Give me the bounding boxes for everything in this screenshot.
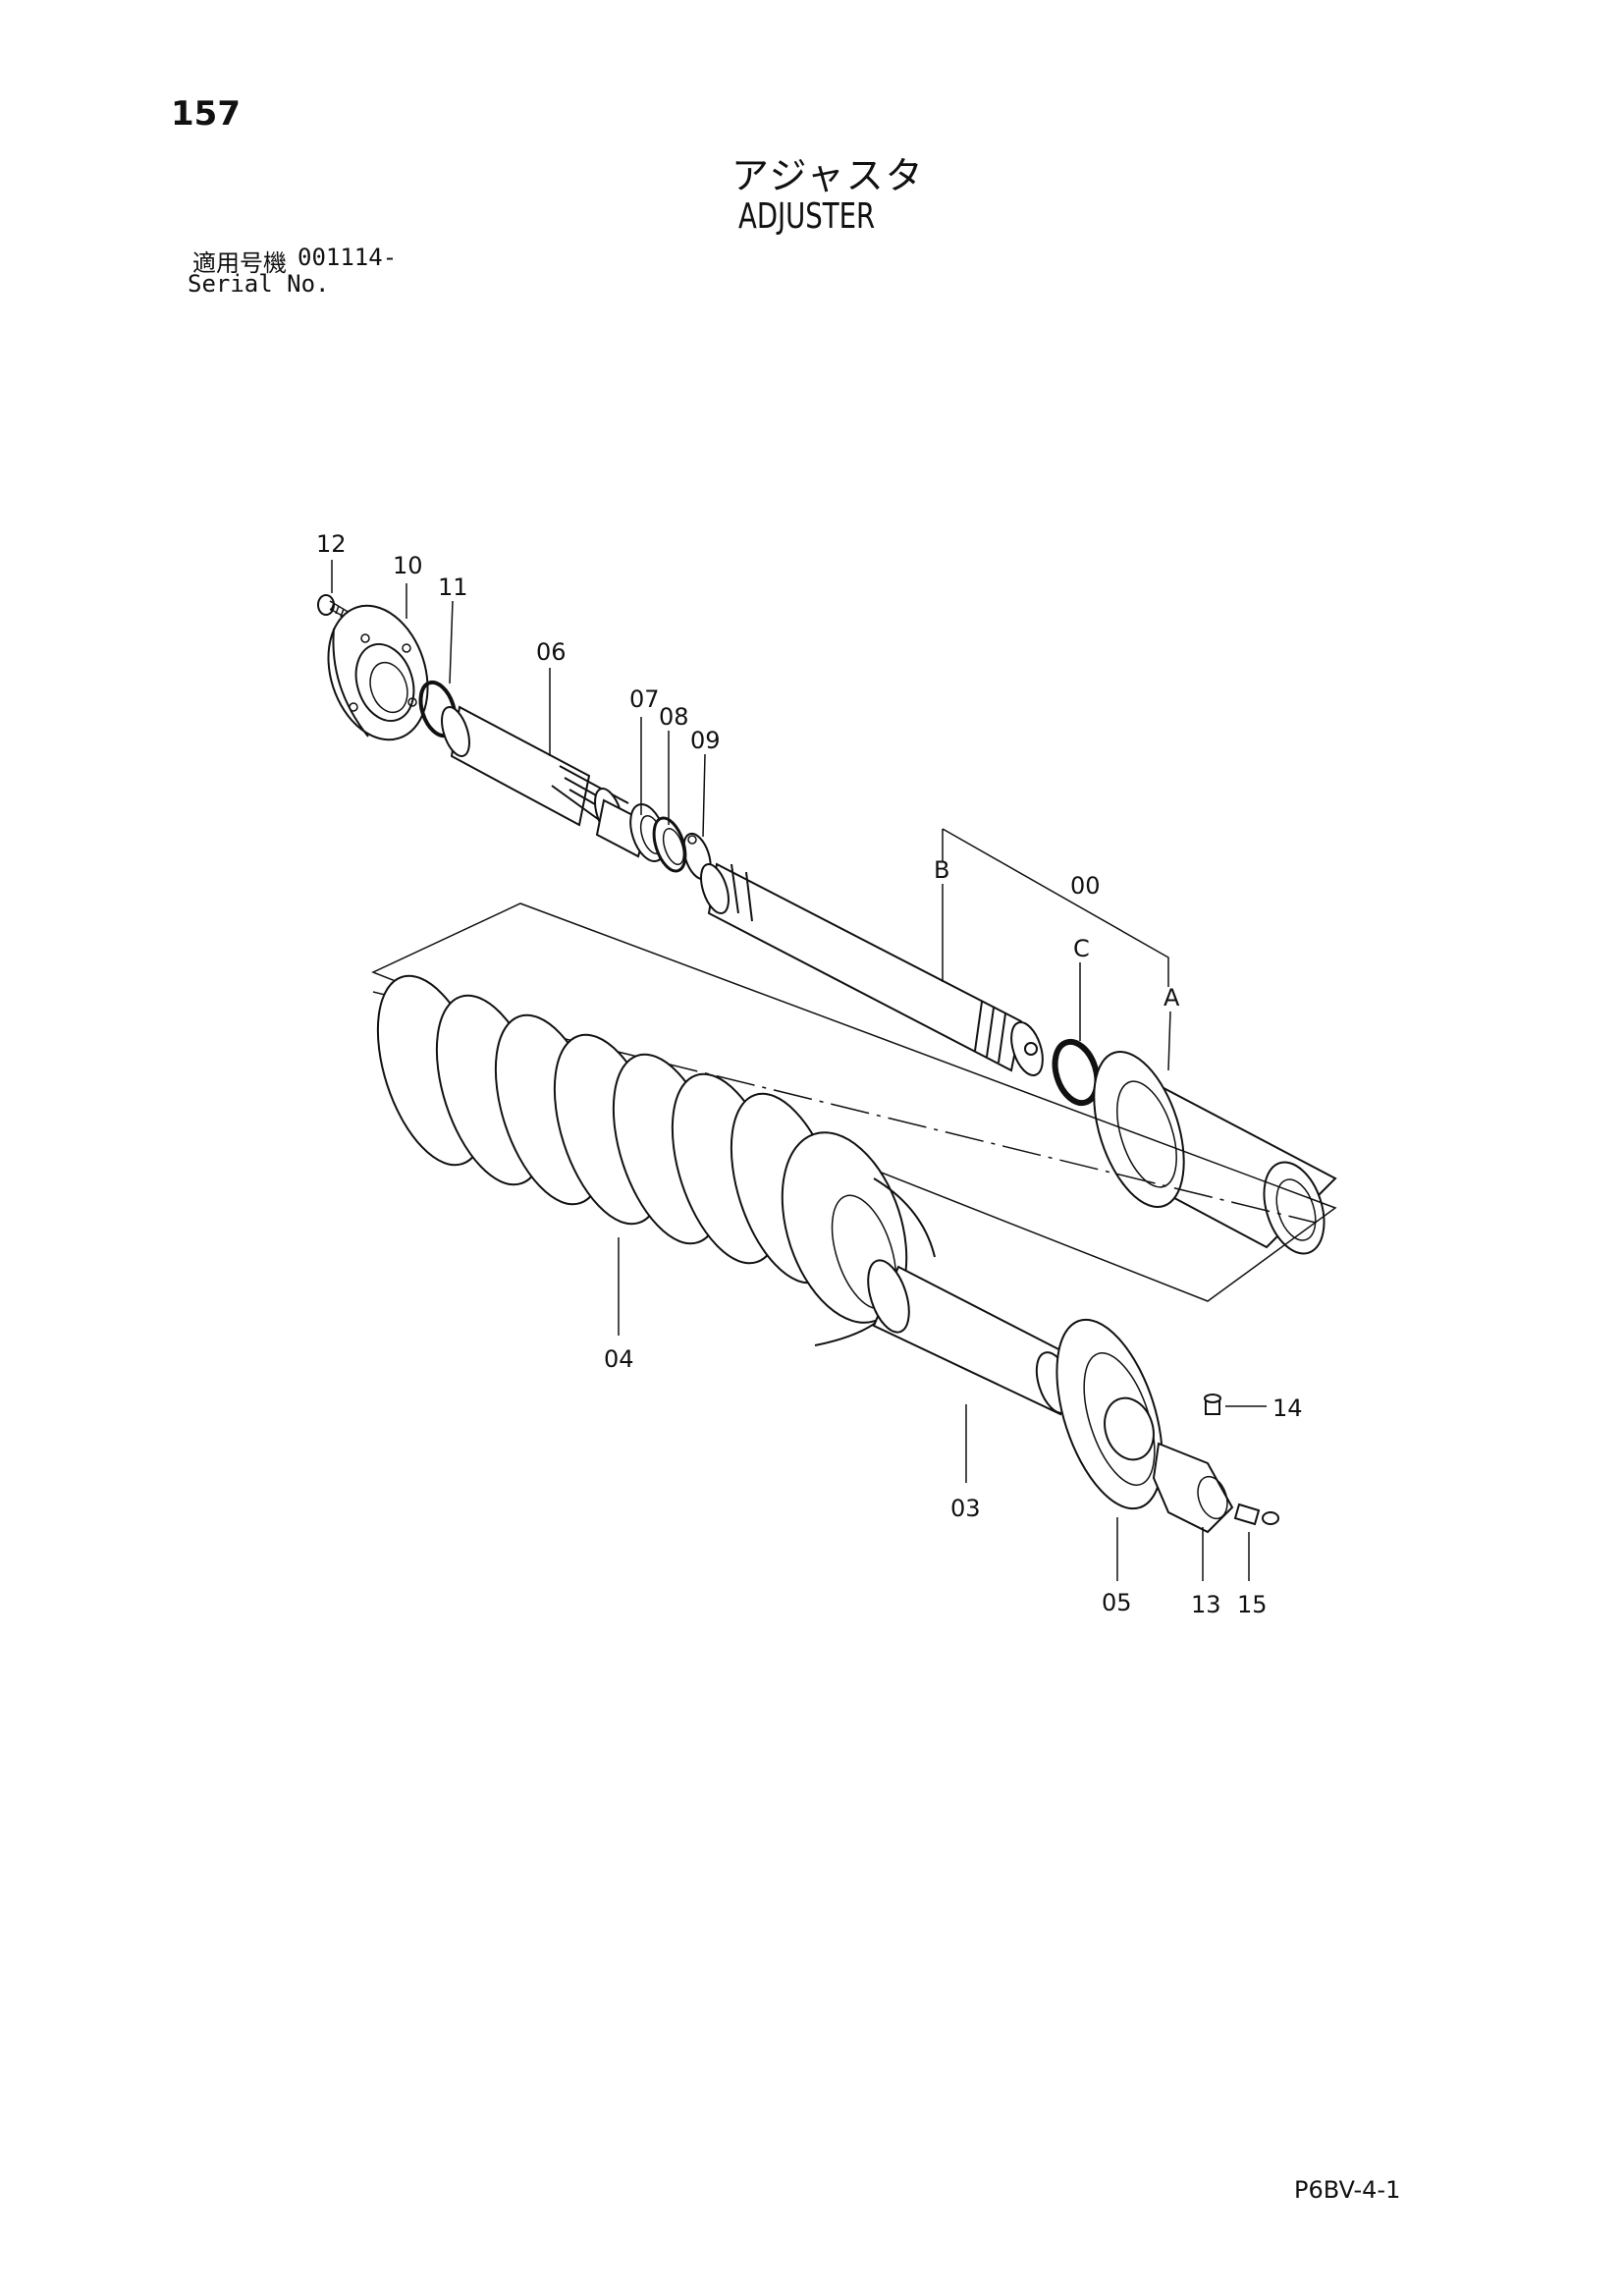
callout-10: 10: [393, 552, 423, 579]
callout-07: 07: [629, 685, 660, 713]
callout-11: 11: [438, 574, 468, 601]
assembly-outline: [371, 902, 1337, 1302]
cylinder-A: [1093, 1051, 1337, 1255]
callout-14: 14: [1272, 1394, 1303, 1422]
assembly-bracket: [942, 828, 1169, 987]
callout-C: C: [1073, 935, 1090, 962]
page-code: P6BV-4-1: [1294, 2176, 1401, 2204]
callout-09: 09: [690, 727, 721, 754]
rod-06: [441, 705, 650, 858]
callout-04: 04: [604, 1345, 634, 1373]
page-title: ADJUSTER: [738, 196, 876, 237]
callout-12: 12: [316, 530, 347, 558]
grease-fitting-15: [1233, 1503, 1279, 1526]
yoke-rod-03: [867, 1259, 1074, 1416]
bracket-05: [1055, 1318, 1163, 1510]
serial-label: Serial No.: [188, 270, 330, 298]
callout-03: 03: [950, 1495, 981, 1522]
valve-13: [1152, 1442, 1234, 1534]
ring-08: [652, 816, 687, 873]
bolt-12: [317, 594, 351, 620]
callout-A: A: [1163, 984, 1180, 1011]
callout-00: 00: [1070, 872, 1101, 900]
callout-05: 05: [1102, 1589, 1132, 1616]
callout-08: 08: [659, 703, 689, 731]
serial-number-value: 001114-: [298, 244, 398, 271]
callout-13: 13: [1191, 1591, 1221, 1618]
callout-B: B: [934, 856, 949, 884]
piston-B: [700, 862, 1044, 1076]
serial-label-japanese: 適用号機: [192, 249, 287, 277]
center-line: [372, 991, 1317, 1224]
leader-lines: [331, 560, 1267, 1581]
spring-04: [376, 974, 936, 1346]
plug-14: [1204, 1394, 1221, 1415]
callout-15: 15: [1237, 1591, 1268, 1618]
callout-06: 06: [536, 638, 567, 666]
page-title-japanese: アジャスタ: [731, 154, 925, 197]
o-ring-C: [1052, 1038, 1101, 1107]
flange-10: [327, 604, 429, 741]
page-number: 157: [171, 94, 241, 134]
